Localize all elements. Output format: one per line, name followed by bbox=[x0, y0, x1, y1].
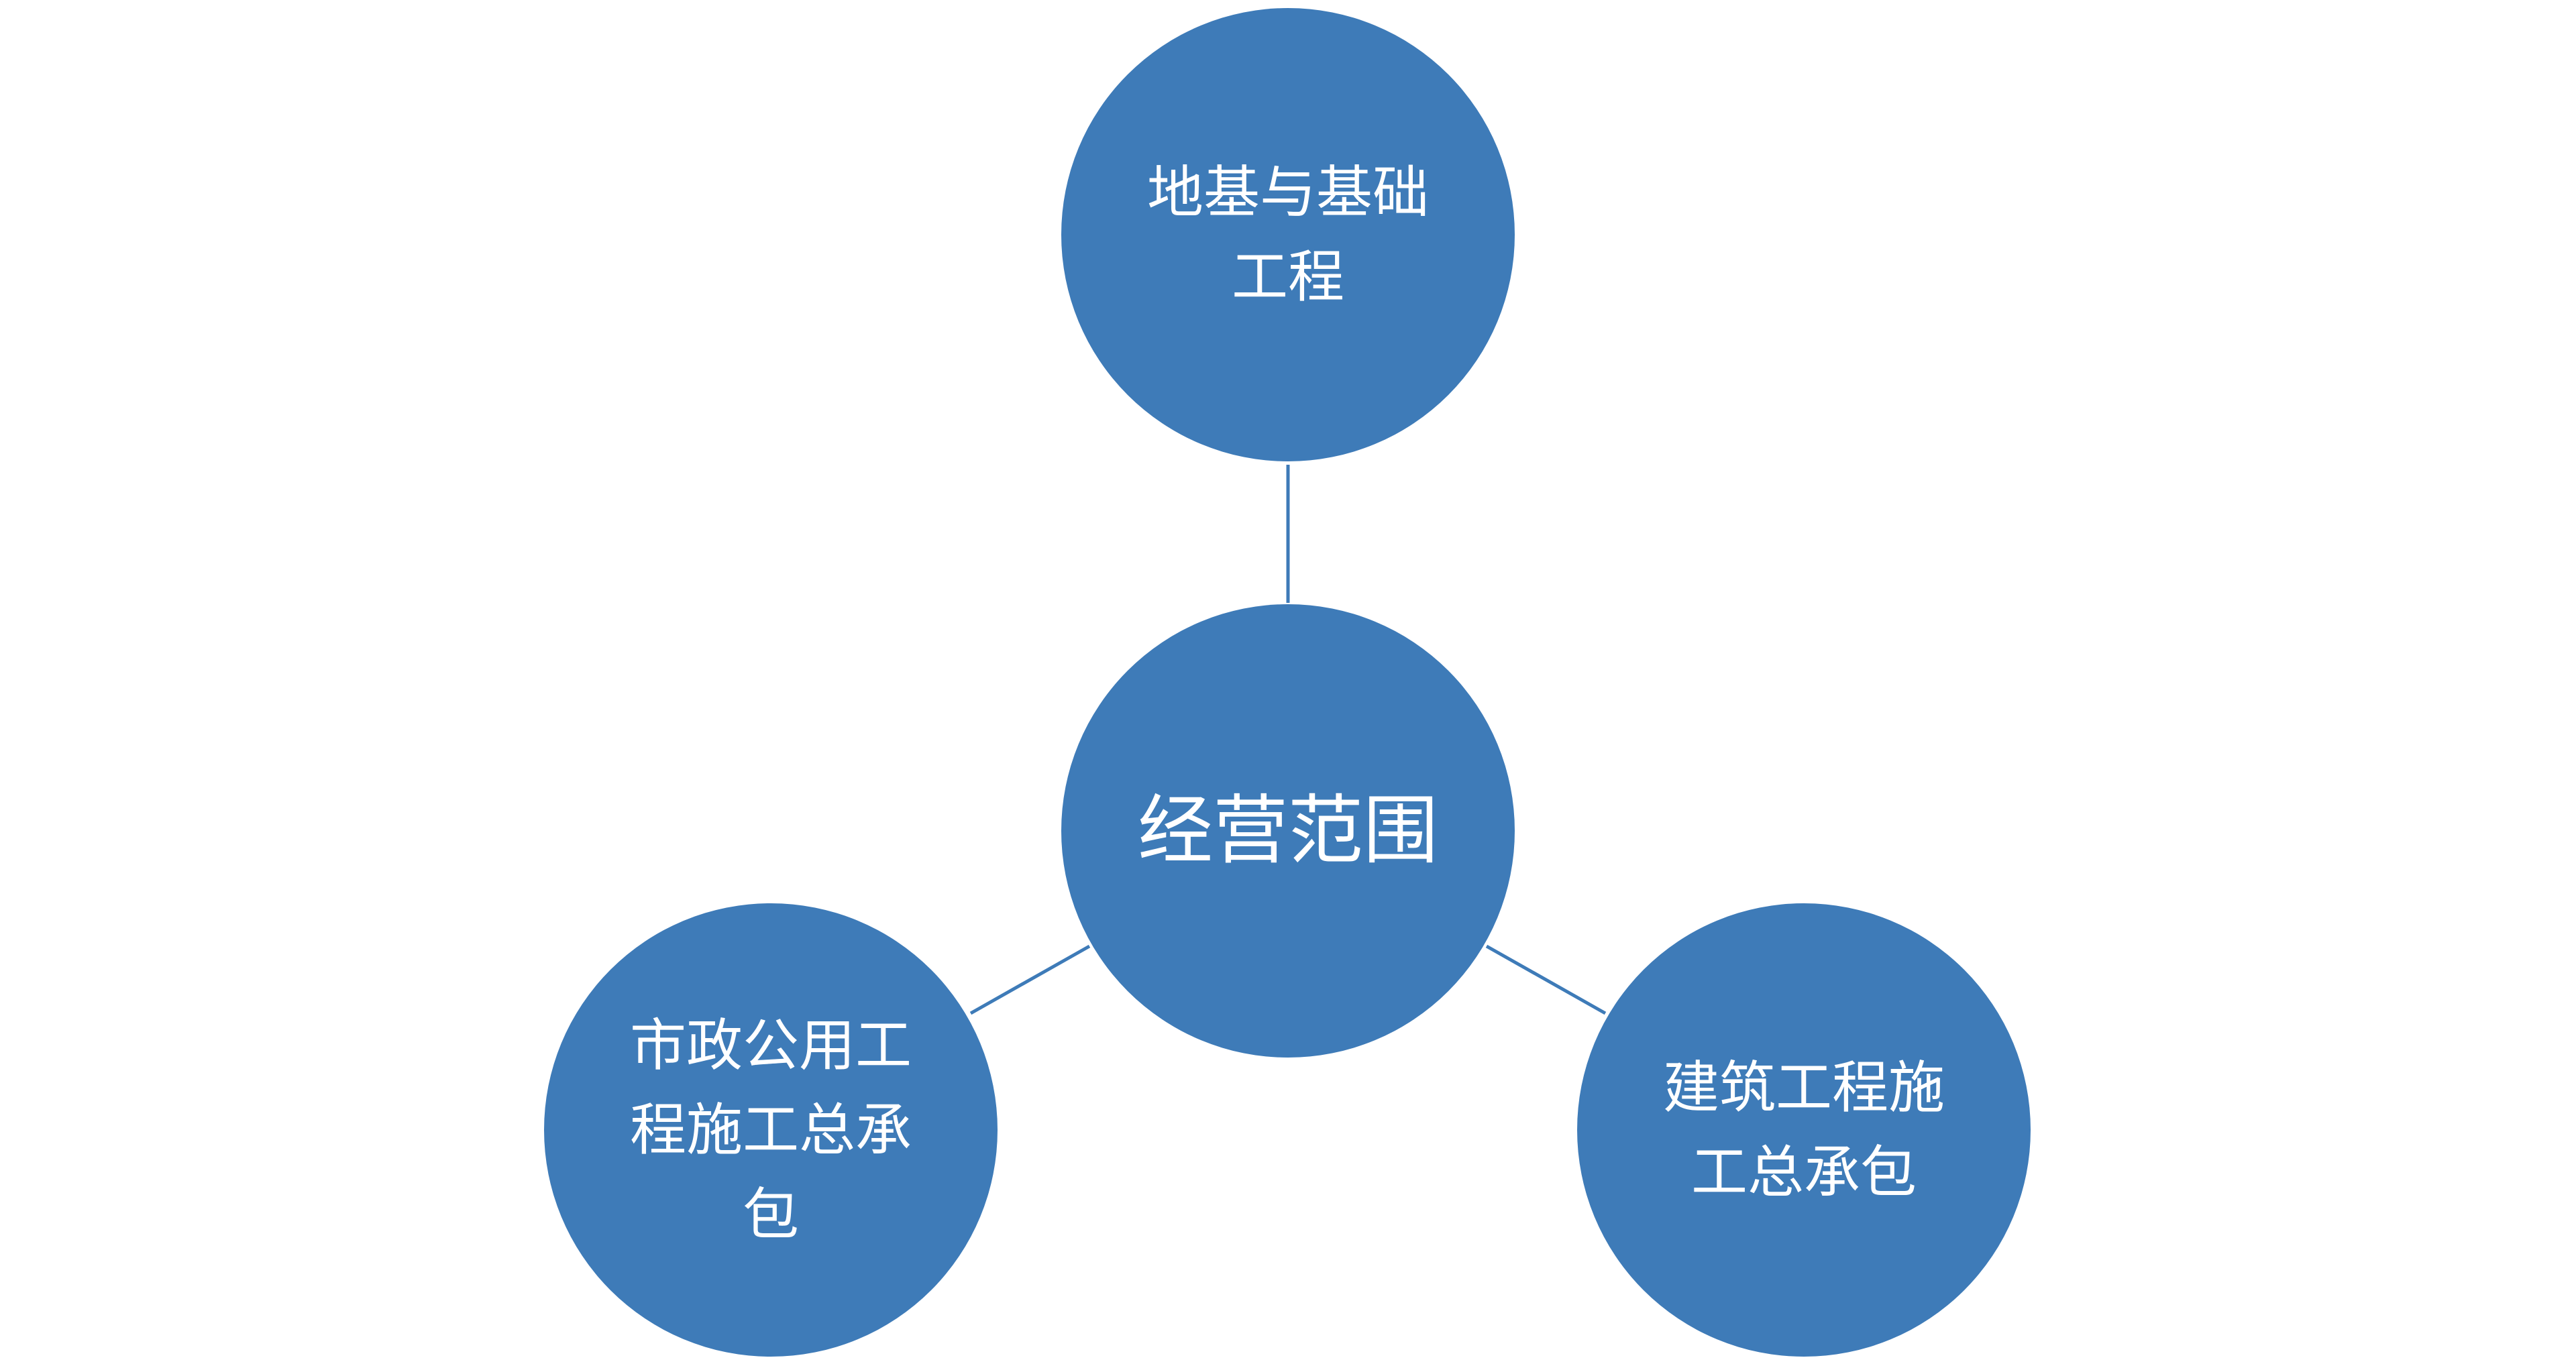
node-right: 建筑工程施 工总承包 bbox=[1577, 903, 2031, 1357]
node-label-line: 建筑工程施 bbox=[1662, 1055, 1945, 1121]
node-left: 市政公用工 程施工总承 包 bbox=[544, 903, 998, 1357]
node-label-line: 市政公用工 bbox=[629, 1013, 912, 1078]
node-label-line: 包 bbox=[742, 1182, 799, 1247]
node-label-line: 程施工总承 bbox=[629, 1097, 912, 1163]
link-center-left bbox=[969, 944, 1091, 1015]
center-label: 经营范围 bbox=[1138, 787, 1438, 874]
node-center: 经营范围 bbox=[1061, 604, 1515, 1058]
node-label-line: 工总承包 bbox=[1690, 1139, 1917, 1205]
node-label-line: 工程 bbox=[1231, 244, 1344, 310]
node-top: 地基与基础 工程 bbox=[1061, 8, 1515, 461]
link-center-right bbox=[1485, 944, 1607, 1015]
node-label-line: 地基与基础 bbox=[1146, 160, 1429, 225]
